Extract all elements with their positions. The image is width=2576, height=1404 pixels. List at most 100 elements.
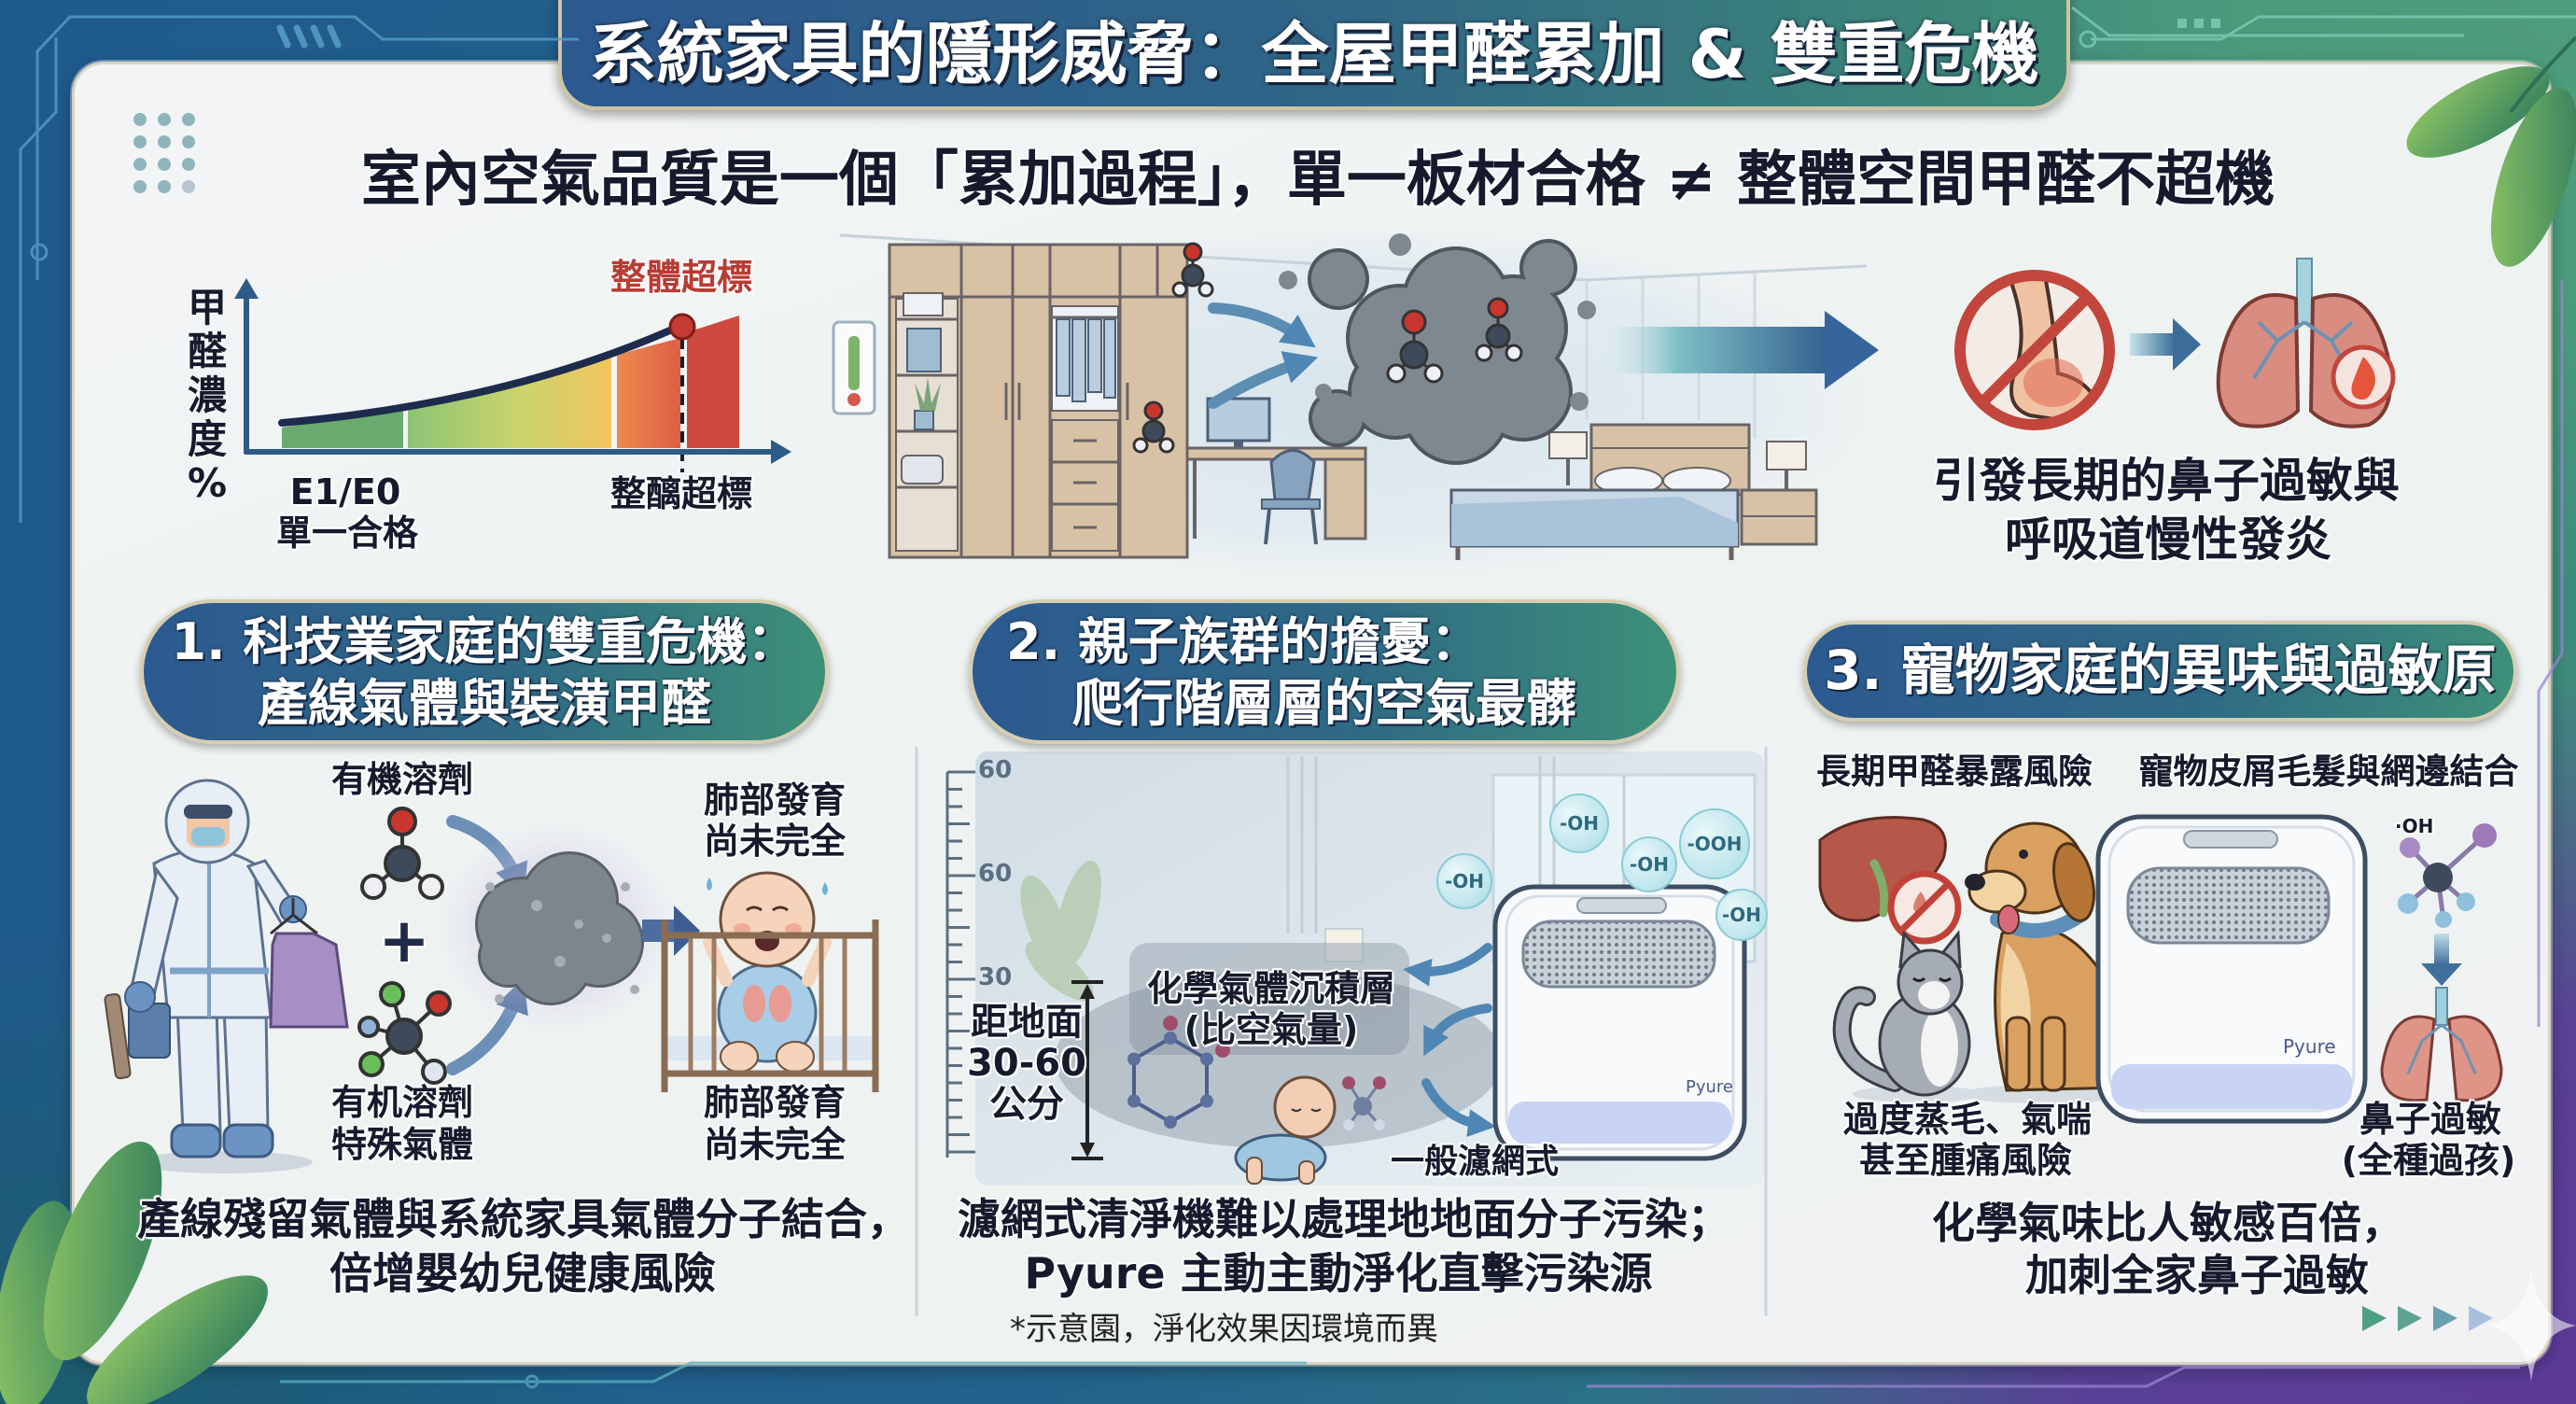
height-ruler: [945, 770, 975, 1158]
room-illustration: [803, 205, 1923, 597]
concentration-curve: [278, 326, 676, 427]
pyure-purifier-illustration: Pyure: [2095, 814, 2368, 1124]
special-gas-label-1: 有机溶劑: [330, 1082, 474, 1123]
hydroperoxyl-radical-bubble: -OOH: [1679, 808, 1750, 879]
lungs-icon: [2380, 987, 2503, 1102]
inflamed-lungs-icon: [2216, 258, 2396, 428]
formaldehyde-exposure-label: 長期甲醛暴露風險: [1816, 751, 2093, 792]
ruler-tick-label: 60: [978, 860, 1013, 888]
section-3-header: 3. 寵物家庭的異味與過敏原: [1803, 621, 2517, 722]
title-banner: 系統家具的隱形威脅：全屋甲醛累加 & 雙重危機: [558, 0, 2070, 110]
emission-arrows: [1208, 302, 1319, 409]
hanger-icon: [270, 898, 318, 935]
bed-illustration: [1449, 423, 1818, 560]
leaves-bottom-left: [0, 1141, 268, 1404]
lung-development-label-bottom-1: 肺部發育: [703, 1082, 847, 1123]
organic-solvent-label: 有機溶劑: [330, 759, 474, 800]
height-label-3: 公分: [989, 1083, 1064, 1126]
nose-allergy-icon: [1954, 270, 2115, 430]
hydroxyl-radical-bubble: -OH: [1715, 889, 1768, 941]
disclaimer-note: *示意園，淨化效果因環境而異: [1010, 1311, 1438, 1348]
ruler-tick-label: 30: [978, 963, 1013, 991]
page-title: 系統家具的隱形威脅：全屋甲醛累加 & 雙重危機: [589, 15, 2039, 93]
section-3-title: 3. 寵物家庭的異味與過敏原: [1824, 639, 2497, 702]
height-label-1: 距地面: [971, 1001, 1083, 1044]
section-2-caption-line-2: Pyure 主動主動淨化直擊污染源: [1024, 1248, 1653, 1299]
no-sign-icon: [1887, 870, 1962, 945]
dot-grid-decoration: [133, 113, 195, 193]
desk-illustration: [1185, 397, 1367, 545]
plant-icon: [1020, 860, 1101, 1002]
hydroxyl-radical-bubble: -OH: [1621, 836, 1677, 892]
accumulation-chart: [234, 278, 791, 472]
pet-dander-label: 寵物皮屑毛髮與網邊結合: [2138, 751, 2519, 792]
pollutant-cloud-icon: [435, 821, 678, 1035]
liver-icon: [1818, 816, 1947, 922]
hydroxyl-radical-bubble: -OH: [1549, 793, 1609, 853]
chemical-gas-layer: [1055, 971, 1503, 1148]
radical-label: ·OH: [2395, 815, 2434, 837]
chart-peak-label: 整體超標: [609, 257, 753, 298]
filter-type-label: 一般濾網式: [1390, 1143, 1560, 1181]
band-accumulating: [408, 358, 611, 448]
subtitle: 室內空氣品質是一個「累加過程」，單一板材合格 ≠ 整體空間甲醛不超機: [360, 146, 2275, 215]
y-label-char: %: [187, 460, 228, 506]
plus-sign: +: [378, 905, 430, 976]
y-label-char: 甲: [187, 285, 227, 330]
gas-layer-label-2: (比空氣量): [1183, 1009, 1359, 1050]
vent-grille: [2126, 866, 2331, 945]
protective-suit-worker: [104, 779, 349, 1173]
y-label-char: 濃: [187, 372, 227, 418]
purifier-brand-label: Pyure: [1686, 1077, 1733, 1097]
flame-icon: [2351, 357, 2375, 400]
hygrometer-icon: [832, 320, 876, 415]
arrow-right-icon: [2130, 318, 2201, 371]
height-range-arrow: [1071, 980, 1103, 1160]
section-3-caption-line-1: 化學氣味比人敏感百倍，: [1932, 1198, 2404, 1248]
lung-development-label-top-1: 肺部發育: [703, 779, 847, 821]
special-gas-molecule-icon: [357, 981, 452, 1085]
section-1-header: 1. 科技業家庭的雙重危機： 產線氣體與裝潢甲醛: [140, 599, 829, 744]
section-1-caption-line-1: 產線殘留氣體與系統家具氣體分子結合，: [137, 1194, 910, 1244]
leaves-top-right: [2406, 35, 2576, 267]
y-label-char: 醛: [187, 329, 227, 374]
lung-development-label-top-2: 尚未完全: [703, 821, 847, 862]
spread-arrow-icon: [1595, 311, 1879, 389]
chart-x-label-start: E1/E0: [289, 471, 401, 512]
hydroxyl-radical-bubble: -OH: [1436, 853, 1492, 909]
section-1-title-line-2: 產線氣體與裝潢甲醛: [258, 674, 711, 733]
ruler-tick-label: 60: [978, 756, 1013, 784]
section-1-title-line-1: 1. 科技業家庭的雙重危機：: [171, 612, 798, 671]
crying-baby-in-crib: [661, 871, 879, 1092]
sparkle-icon: [2486, 1270, 2576, 1382]
section-2-caption-line-1: 濾網式清淨機難以處理地地面分子污染；: [958, 1194, 1730, 1244]
band-warning: [617, 338, 680, 448]
section-2-title-line-1: 2. 親子族群的擔憂：: [1006, 612, 1481, 671]
next-arrows-decoration: [2362, 1306, 2493, 1331]
dog-illustration: [1960, 821, 2128, 1103]
section-dividers: [915, 747, 1768, 1316]
allergy-label-1: 鼻子過敏: [2359, 1099, 2502, 1140]
health-effect-line-2: 呼吸道慢性發炎: [2005, 512, 2331, 567]
special-gas-label-2: 特殊氣體: [330, 1124, 474, 1165]
section-1-caption-line-2: 倍增嬰幼兒健康風險: [329, 1248, 716, 1299]
airflow-arrows: [1403, 943, 1496, 1138]
x-axis-arrow-icon: [771, 440, 791, 464]
health-effect-line-1: 引發長期的鼻子過敏與: [1933, 454, 2400, 508]
solvent-molecule-icon: [360, 807, 444, 900]
pet-risk-label-1: 過度蒸毛、氣喘: [1842, 1099, 2093, 1140]
band-single-board: [282, 408, 403, 448]
band-exceeded: [687, 316, 739, 448]
formaldehyde-molecule-icon: [1132, 242, 1523, 454]
vent-grille: [1521, 920, 1716, 989]
arrow-down-icon: [2421, 934, 2462, 986]
y-axis-arrow-icon: [234, 278, 259, 299]
gas-layer-label-1: 化學氣體沉積層: [1146, 968, 1396, 1009]
allergy-label-2: (全種過孩): [2341, 1140, 2516, 1181]
peak-marker: [668, 313, 696, 341]
square-dots: [2177, 19, 2220, 28]
wardrobe-illustration: [888, 243, 1189, 559]
pet-risk-label-2: 甚至腫痛風險: [1858, 1140, 2073, 1181]
purifier-brand-label: Pyure: [2283, 1035, 2336, 1058]
